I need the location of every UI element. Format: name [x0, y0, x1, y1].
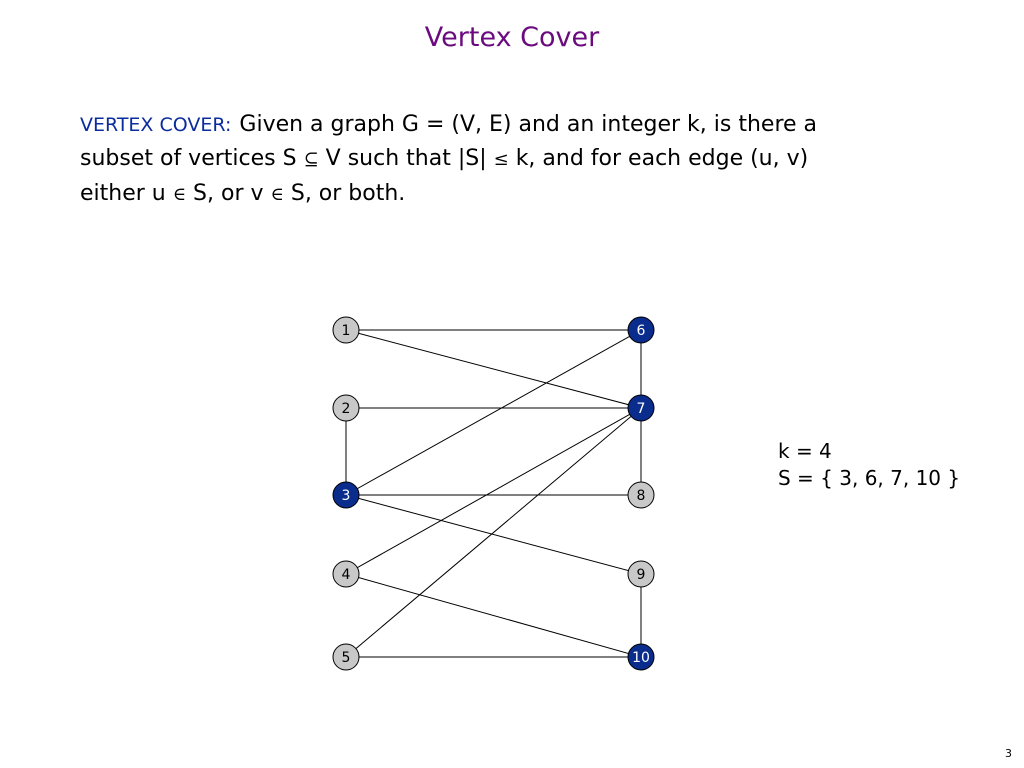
subseteq-symbol: ⊆	[303, 149, 319, 170]
edge-3-6	[345, 329, 642, 496]
cover-set: S = { 3, 6, 7, 10 }	[778, 466, 961, 490]
node-circle-8	[627, 481, 655, 509]
node-4: 4	[332, 560, 360, 588]
node-2: 2	[332, 394, 360, 422]
node-label-10: 10	[632, 650, 650, 666]
node-circle-7	[627, 394, 655, 422]
node-9: 9	[627, 560, 655, 588]
node-label-2: 2	[342, 401, 351, 417]
node-label-3: 3	[342, 488, 351, 504]
node-circle-10	[627, 643, 655, 671]
node-7: 7	[627, 394, 655, 422]
node-1: 1	[332, 316, 360, 344]
element-of-symbol-1: ∈	[172, 184, 187, 205]
definition-seg7: S, or both.	[283, 181, 406, 206]
leq-symbol: ≤	[493, 149, 509, 170]
node-circle-3	[332, 481, 360, 509]
definition-seg5: either u	[80, 181, 173, 206]
node-label-7: 7	[637, 401, 646, 417]
node-6: 6	[627, 316, 655, 344]
node-label-8: 8	[637, 488, 646, 504]
edge-1-7	[345, 329, 642, 409]
node-circle-5	[332, 643, 360, 671]
definition-seg3: V such that |S|	[318, 146, 494, 171]
edge-3-9	[345, 494, 642, 575]
definition-seg4: k, and for each edge (u, v)	[508, 146, 809, 171]
node-5: 5	[332, 643, 360, 671]
definition-seg1: Given a graph G = (V, E) and an integer …	[239, 112, 818, 137]
definition-text: VERTEX COVER: Given a graph G = (V, E) an…	[80, 108, 960, 212]
node-10: 10	[627, 643, 655, 671]
slide-title: Vertex Cover	[424, 22, 600, 53]
definition-term: VERTEX COVER:	[80, 114, 232, 136]
answer-box: k = 4 S = { 3, 6, 7, 10 }	[778, 438, 960, 492]
definition-seg2: subset of vertices S	[80, 146, 304, 171]
node-circle-6	[627, 316, 655, 344]
node-3: 3	[332, 481, 360, 509]
node-label-9: 9	[637, 567, 646, 583]
node-circle-1	[332, 316, 360, 344]
node-circle-9	[627, 560, 655, 588]
node-circle-4	[332, 560, 360, 588]
node-8: 8	[627, 481, 655, 509]
definition-seg6: S, or v	[186, 181, 271, 206]
nodes-layer: 1 2 3 4 5 6 7 8 9 10	[332, 316, 655, 671]
k-value: k = 4	[778, 439, 832, 463]
node-label-1: 1	[342, 323, 351, 339]
node-label-5: 5	[342, 650, 351, 666]
element-of-symbol-2: ∈	[270, 184, 284, 205]
node-circle-2	[332, 394, 360, 422]
edges-layer	[345, 329, 642, 658]
edge-5-7	[345, 407, 642, 658]
edge-4-10	[345, 573, 642, 658]
edge-4-7	[345, 407, 642, 575]
node-label-6: 6	[637, 323, 646, 339]
page-number: 3	[1005, 747, 1012, 760]
node-label-4: 4	[342, 567, 351, 583]
